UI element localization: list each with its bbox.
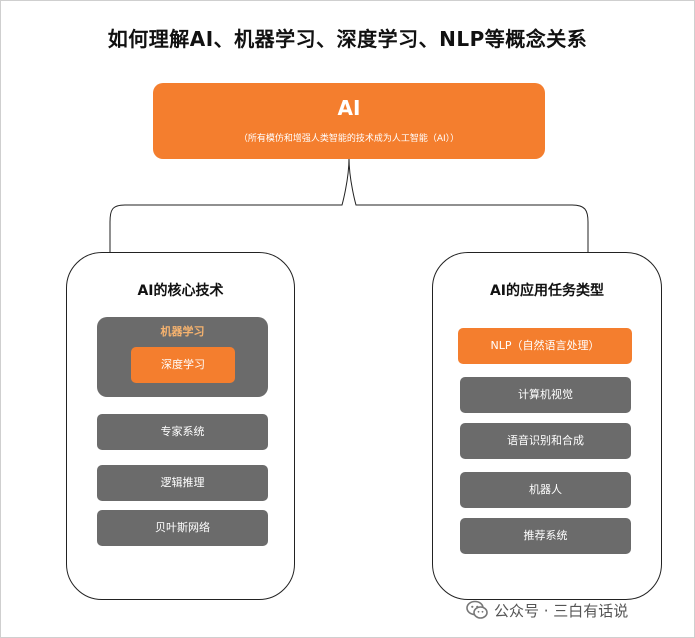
robotics-node: 机器人 bbox=[460, 472, 631, 508]
nlp-node: NLP（自然语言处理） bbox=[458, 328, 632, 364]
wechat-icon bbox=[466, 600, 488, 619]
speech-node: 语音识别和合成 bbox=[460, 423, 631, 459]
diagram-title: 如何理解AI、机器学习、深度学习、NLP等概念关系 bbox=[107, 27, 588, 51]
watermark-text: 公众号 · 三白有话说 bbox=[494, 601, 629, 620]
ai-node: AI （所有模仿和增强人类智能的技术成为人工智能（AI）） bbox=[153, 83, 545, 159]
logic-reasoning-node: 逻辑推理 bbox=[97, 465, 268, 501]
ai-node-subtitle: （所有模仿和增强人类智能的技术成为人工智能（AI）） bbox=[238, 134, 460, 144]
app-tasks-title: AI的应用任务类型 bbox=[489, 283, 605, 299]
bayesian-network-node: 贝叶斯网络 bbox=[97, 510, 268, 546]
watermark: 公众号 · 三白有话说 bbox=[466, 598, 628, 622]
expert-system-node: 专家系统 bbox=[97, 414, 268, 450]
machine-learning-label: 机器学习 bbox=[160, 325, 205, 338]
recommender-node: 推荐系统 bbox=[460, 518, 631, 554]
connector-path bbox=[109, 157, 350, 252]
core-tech-title: AI的核心技术 bbox=[137, 283, 224, 299]
deep-learning-node: 深度学习 bbox=[131, 347, 235, 383]
connector-path bbox=[348, 157, 589, 252]
computer-vision-node: 计算机视觉 bbox=[460, 377, 631, 413]
ai-node-title: AI bbox=[337, 96, 361, 120]
